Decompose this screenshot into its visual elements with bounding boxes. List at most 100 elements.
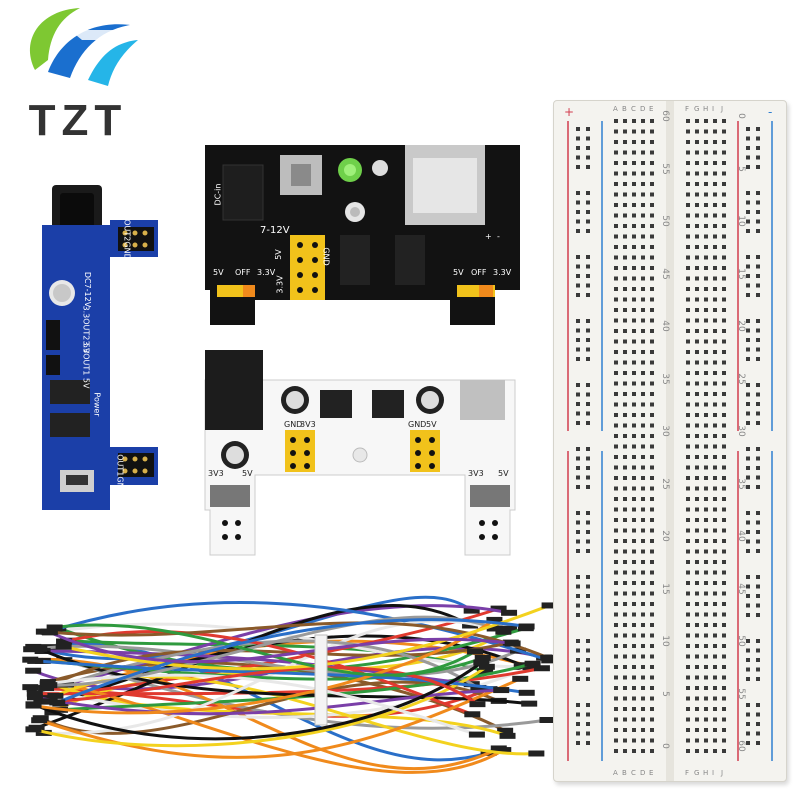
breadboard-hole <box>632 308 636 312</box>
row-number-right: 35 <box>736 477 746 490</box>
jumper-connector <box>504 640 521 647</box>
breadboard-hole <box>746 475 750 480</box>
column-letter-bottom: E <box>649 769 654 777</box>
breadboard-hole <box>713 203 717 207</box>
breadboard-hole <box>686 560 690 564</box>
breadboard-hole <box>614 497 618 501</box>
breadboard-hole <box>623 203 627 207</box>
breadboard-hole <box>756 146 760 150</box>
breadboard-hole <box>641 696 645 701</box>
silk-5v-vertical: 5V <box>273 249 283 260</box>
breadboard-hole <box>650 476 654 480</box>
breadboard-hole <box>722 518 726 522</box>
breadboard-hole <box>704 434 708 438</box>
breadboard-hole <box>641 266 645 270</box>
breadboard-hole <box>650 371 654 375</box>
jumper-connector <box>26 694 43 701</box>
breadboard-hole <box>746 357 750 361</box>
breadboard-hole <box>576 511 580 515</box>
breadboard-hole <box>686 224 690 228</box>
breadboard-hole <box>686 171 690 176</box>
breadboard-hole <box>576 447 580 451</box>
breadboard-hole <box>623 675 627 680</box>
breadboard-hole <box>641 738 645 743</box>
breadboard-hole <box>686 360 690 365</box>
breadboard-hole <box>586 613 590 617</box>
breadboard-hole <box>695 455 699 459</box>
breadboard-hole <box>713 234 717 239</box>
breadboard-hole <box>632 665 636 669</box>
breadboard-hole <box>686 150 690 155</box>
breadboard-hole <box>695 276 699 281</box>
breadboard-hole <box>756 255 760 259</box>
breadboard-hole <box>650 224 654 228</box>
row-number-right: 60 <box>736 740 746 752</box>
breadboard-hole <box>695 119 699 123</box>
breadboard-hole <box>695 560 699 564</box>
breadboard-hole <box>756 549 760 553</box>
breadboard-hole <box>746 283 750 288</box>
breadboard-hole <box>713 182 717 186</box>
jumper-connector <box>486 625 503 632</box>
breadboard-hole <box>756 165 760 169</box>
breadboard-hole <box>623 549 627 554</box>
jumper-connector <box>528 750 545 757</box>
breadboard-hole <box>586 456 590 461</box>
breadboard-hole <box>632 119 636 123</box>
breadboard-hole <box>641 528 645 533</box>
breadboard-hole <box>623 486 627 491</box>
breadboard-hole <box>650 350 654 354</box>
breadboard-hole <box>650 497 654 501</box>
breadboard-hole <box>632 339 636 344</box>
breadboard-hole <box>756 485 760 489</box>
breadboard-hole <box>614 350 618 354</box>
silk-5v-bottom-right: 5V <box>498 469 509 478</box>
breadboard-hole <box>586 293 590 297</box>
breadboard-hole <box>695 129 699 134</box>
jumper-connector <box>490 605 507 612</box>
breadboard-hole <box>614 213 618 218</box>
breadboard-hole <box>614 182 618 186</box>
jumper-connector <box>521 700 538 707</box>
breadboard-hole <box>623 528 627 533</box>
breadboard-hole <box>756 319 760 323</box>
breadboard-hole <box>650 581 654 585</box>
breadboard-hole <box>623 255 627 260</box>
breadboard-hole <box>641 339 645 344</box>
breadboard-hole <box>623 266 627 270</box>
breadboard-hole <box>623 360 627 365</box>
white-power-module: GND 3V3 GND 5V 3V3 5V 3V3 5V <box>200 345 520 560</box>
breadboard-hole <box>704 129 708 134</box>
breadboard-hole <box>576 603 580 608</box>
breadboard-hole <box>722 486 726 491</box>
breadboard-hole <box>704 738 708 743</box>
breadboard-hole <box>650 696 654 701</box>
jumper-connector <box>522 664 539 671</box>
breadboard-hole <box>614 539 618 543</box>
breadboard-hole <box>704 360 708 365</box>
breadboard-hole <box>623 245 627 249</box>
breadboard-hole <box>641 381 645 386</box>
breadboard-hole <box>746 229 750 233</box>
column-letter-top: E <box>649 105 654 113</box>
breadboard-hole <box>632 518 636 522</box>
breadboard-hole <box>713 297 717 302</box>
breadboard-hole <box>641 182 645 186</box>
breadboard-hole <box>695 371 699 375</box>
breadboard-hole <box>650 602 654 606</box>
breadboard-hole <box>713 602 717 606</box>
breadboard-hole <box>756 155 760 160</box>
breadboard-hole <box>650 675 654 680</box>
silk-33v-right: 3.3V <box>493 268 512 277</box>
breadboard-hole <box>756 328 760 333</box>
breadboard-hole <box>614 581 618 585</box>
breadboard-hole <box>641 665 645 669</box>
breadboard-hole <box>586 722 590 726</box>
silk-gnd-right: GND <box>408 420 427 429</box>
jumper-connector <box>499 732 516 739</box>
breadboard-hole <box>756 722 760 726</box>
breadboard-hole <box>614 486 618 491</box>
silk-3v3-left: 3V3 <box>300 420 316 429</box>
jumper-wire <box>49 631 513 664</box>
breadboard-hole <box>704 287 708 291</box>
